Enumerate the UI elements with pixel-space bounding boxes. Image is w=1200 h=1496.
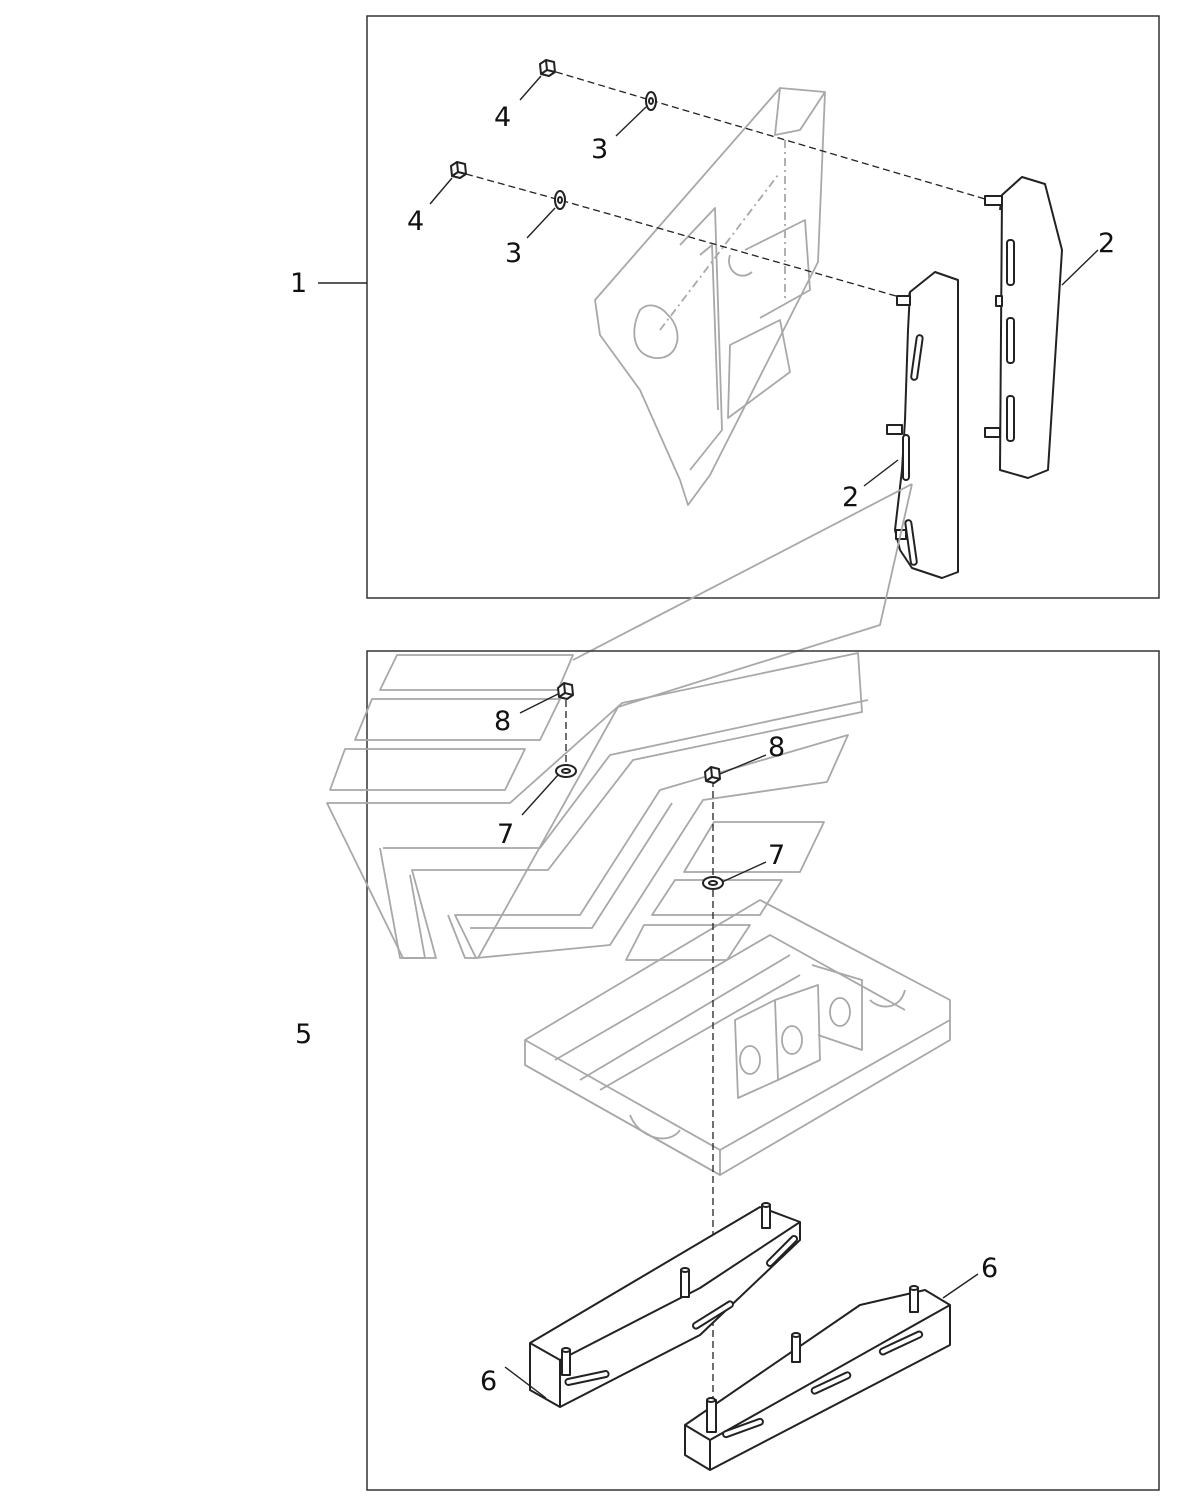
washer-upper — [645, 91, 657, 111]
callout-4-lower: 4 — [407, 206, 424, 237]
leader-6a — [504, 1366, 547, 1399]
nut-lower — [450, 161, 467, 179]
callout-5: 5 — [295, 1019, 312, 1050]
ghost-mounting-bracket — [594, 87, 826, 506]
leader-6b — [942, 1273, 979, 1299]
leader-3b — [526, 207, 556, 239]
leader-8a — [519, 693, 559, 714]
group-5-frame — [366, 650, 1160, 1491]
weight-plate-center — [886, 271, 959, 579]
counterweight-plate-right — [684, 1285, 951, 1471]
callout-8-center: 8 — [768, 732, 785, 763]
group-connector-outline — [477, 483, 913, 959]
leader-3a — [615, 106, 647, 137]
fastener-axis-upper — [555, 71, 986, 200]
callout-4-upper: 4 — [494, 102, 511, 133]
washer-bottom-center — [702, 876, 724, 890]
washer-lower — [554, 190, 566, 210]
leader-7a — [521, 774, 559, 816]
group-1-frame — [366, 15, 1160, 599]
nut-upper — [539, 59, 556, 77]
callout-8-left: 8 — [494, 706, 511, 737]
callout-6-left: 6 — [480, 1366, 497, 1397]
ghost-chassis-frame — [524, 899, 951, 1176]
callout-7-left: 7 — [497, 819, 514, 850]
nut-bottom-center — [704, 766, 721, 784]
leader-4b — [429, 177, 453, 205]
leader-8b — [719, 754, 767, 775]
counterweight-plate-left — [529, 1202, 801, 1408]
nut-bottom-left — [557, 682, 574, 700]
fastener-axis-lower — [465, 173, 904, 299]
callout-2-center: 2 — [842, 482, 859, 513]
callout-2-right: 2 — [1098, 228, 1115, 259]
callout-3-upper: 3 — [591, 134, 608, 165]
leader-2a — [1061, 249, 1099, 286]
callout-7-center: 7 — [768, 840, 785, 871]
weight-plate-right — [984, 176, 1063, 479]
callout-3-lower: 3 — [505, 238, 522, 269]
leader-7b — [721, 861, 767, 883]
callout-1: 1 — [290, 268, 307, 299]
callout-6-right: 6 — [981, 1253, 998, 1284]
washer-bottom-left — [555, 764, 577, 778]
leader-2b — [863, 459, 899, 487]
leader-4a — [519, 75, 542, 101]
